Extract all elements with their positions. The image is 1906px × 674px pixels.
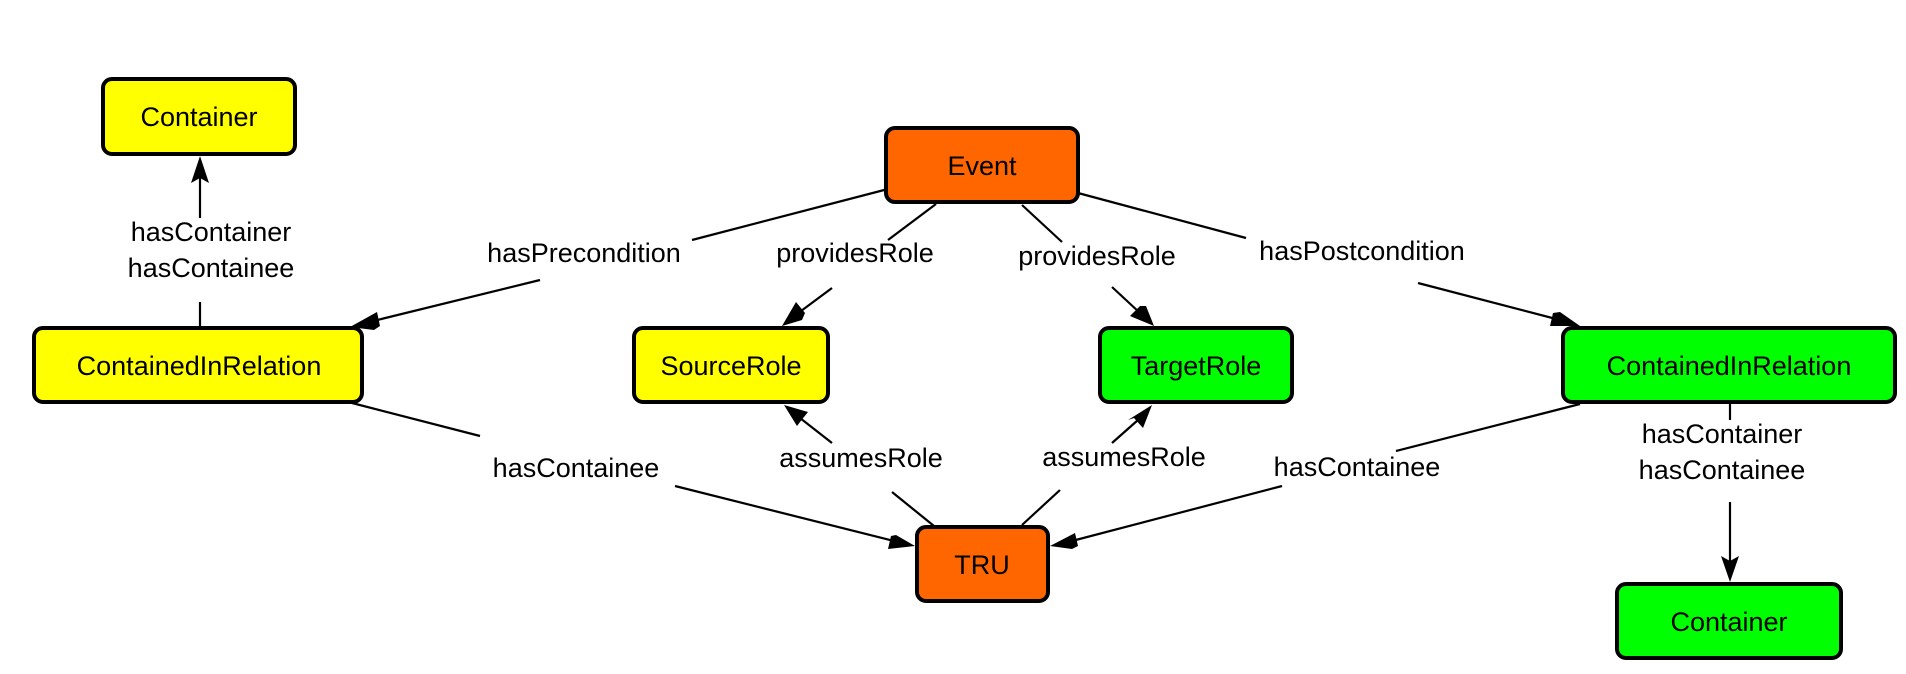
node-tru-label: TRU <box>954 550 1010 580</box>
edge-label-provides-role-source: providesRole <box>776 238 934 268</box>
node-contained-in-relation-right: ContainedInRelation <box>1561 326 1897 404</box>
node-target-role-box <box>1098 326 1294 404</box>
edge-right-container <box>1721 404 1739 582</box>
edge-label-assumes-role-target: assumesRole <box>1042 442 1206 472</box>
node-container-left-box <box>101 77 297 156</box>
edge-label-assumes-role-source: assumesRole <box>779 443 943 473</box>
edge-assumes-role-source <box>784 405 935 527</box>
edge-has-postcondition <box>1077 191 1580 326</box>
node-container-left-label: Container <box>140 102 257 132</box>
edge-provides-role-target <box>1021 204 1154 326</box>
edge-has-containee-right <box>1050 402 1581 549</box>
node-event: Event <box>884 126 1080 204</box>
node-contained-right-label: ContainedInRelation <box>1607 351 1852 381</box>
node-tru-box <box>915 525 1050 603</box>
edge-label-right-container-line2: hasContainee <box>1639 455 1806 485</box>
edge-label-left-container-line1: hasContainer <box>131 217 292 247</box>
node-container-right-box <box>1615 582 1843 660</box>
node-contained-left-label: ContainedInRelation <box>77 351 322 381</box>
edge-left-container <box>191 156 209 327</box>
node-contained-left-box <box>32 326 364 404</box>
edge-label-has-precondition: hasPrecondition <box>487 238 681 268</box>
edge-label-has-containee-left: hasContainee <box>493 453 660 483</box>
node-container-right-label: Container <box>1670 607 1787 637</box>
edge-label-provides-role-target: providesRole <box>1018 241 1176 271</box>
node-source-role-box <box>632 326 830 404</box>
edge-has-containee-left <box>351 401 915 549</box>
node-event-box <box>884 126 1080 204</box>
edge-label-has-postcondition: hasPostcondition <box>1259 236 1465 266</box>
edge-assumes-role-target <box>1021 405 1152 526</box>
edge-provides-role-source <box>782 203 937 326</box>
node-source-role: SourceRole <box>632 326 830 404</box>
node-contained-in-relation-left: ContainedInRelation <box>32 326 364 404</box>
node-source-role-label: SourceRole <box>660 351 801 381</box>
node-event-label: Event <box>947 151 1017 181</box>
edge-label-has-containee-right: hasContainee <box>1274 452 1441 482</box>
node-container-right: Container <box>1615 582 1843 660</box>
edge-label-right-container-line1: hasContainer <box>1642 419 1803 449</box>
node-contained-right-box <box>1561 326 1897 404</box>
edge-label-left-container-line2: hasContainee <box>128 253 295 283</box>
edge-has-precondition <box>350 187 889 330</box>
node-tru: TRU <box>915 525 1050 603</box>
node-container-left: Container <box>101 77 297 156</box>
node-target-role-label: TargetRole <box>1131 351 1262 381</box>
node-target-role: TargetRole <box>1098 326 1294 404</box>
